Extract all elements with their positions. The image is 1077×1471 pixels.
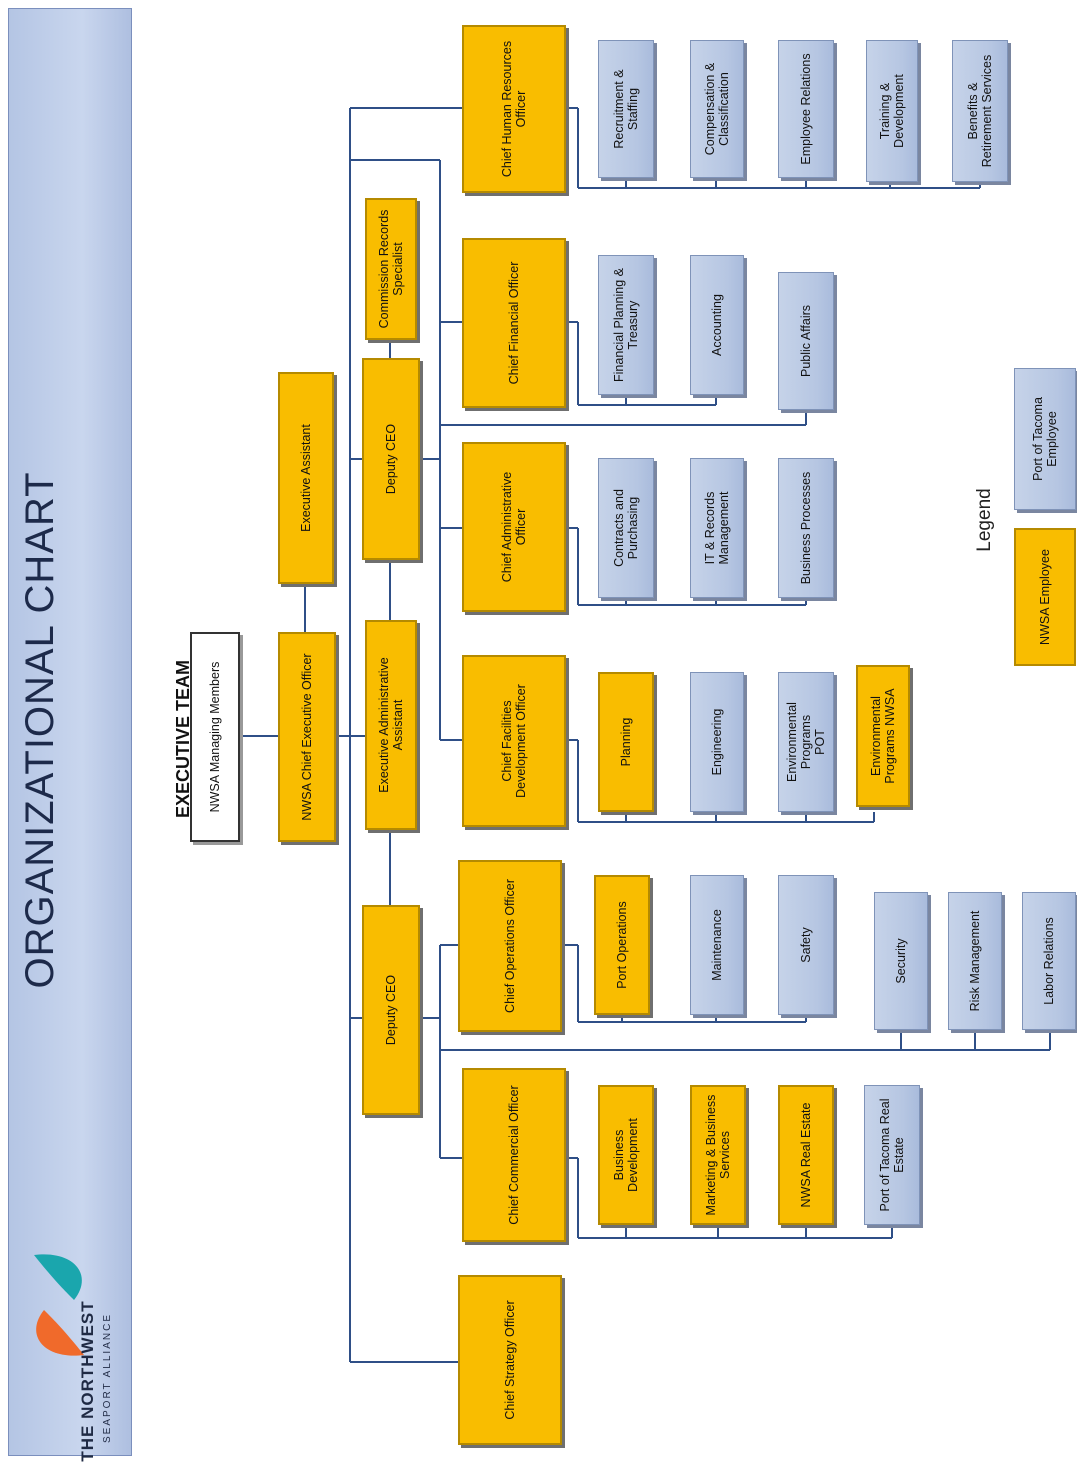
node-commission-records: Commission Records Specialist bbox=[365, 198, 417, 340]
node-financial-planning: Financial Planning & Treasury bbox=[598, 255, 654, 395]
node-ceo: NWSA Chief Executive Officer bbox=[278, 632, 336, 842]
node-marketing-business-services: Marketing & Business Services bbox=[690, 1085, 746, 1225]
node-port-operations: Port Operations bbox=[594, 875, 650, 1015]
logo bbox=[14, 1245, 104, 1365]
node-risk-management: Risk Management bbox=[948, 892, 1002, 1030]
node-deputy-ceo-right: Deputy CEO bbox=[362, 358, 420, 560]
node-engineering: Engineering bbox=[690, 672, 744, 812]
node-labor-relations: Labor Relations bbox=[1022, 892, 1076, 1030]
node-it-records: IT & Records Management bbox=[690, 458, 744, 598]
node-business-processes: Business Processes bbox=[778, 458, 834, 598]
node-chief-financial-officer: Chief Financial Officer bbox=[462, 238, 566, 408]
node-chief-operations-officer: Chief Operations Officer bbox=[458, 860, 562, 1032]
legend-nwsa-employee: NWSA Employee bbox=[1014, 528, 1076, 666]
node-security: Security bbox=[874, 892, 928, 1030]
node-accounting: Accounting bbox=[690, 255, 744, 395]
node-chief-strategy-officer: Chief Strategy Officer bbox=[458, 1275, 562, 1445]
node-business-development: Business Development bbox=[598, 1085, 654, 1225]
node-maintenance: Maintenance bbox=[690, 875, 744, 1015]
node-benefits-retirement: Benefits & Retirement Services bbox=[952, 40, 1008, 182]
title-banner bbox=[8, 8, 132, 1456]
node-recruitment-staffing: Recruitment & Staffing bbox=[598, 40, 654, 178]
node-env-programs-pot: Environmental Programs POT bbox=[778, 672, 834, 812]
node-training-development: Training & Development bbox=[866, 40, 918, 182]
node-chief-administrative-officer: Chief Administrative Officer bbox=[462, 442, 566, 612]
node-exec-admin-assistant: Executive Administrative Assistant bbox=[365, 620, 417, 830]
node-contracts-purchasing: Contracts and Purchasing bbox=[598, 458, 654, 598]
node-employee-relations: Employee Relations bbox=[778, 40, 834, 178]
node-executive-assistant: Executive Assistant bbox=[278, 372, 334, 584]
legend-title: Legend bbox=[974, 488, 995, 552]
node-planning: Planning bbox=[598, 672, 654, 812]
node-chief-human-resources: Chief Human Resources Officer bbox=[462, 25, 566, 193]
node-nwsa-real-estate: NWSA Real Estate bbox=[778, 1085, 834, 1225]
node-chief-facilities-development: Chief Facilities Development Officer bbox=[462, 655, 566, 827]
node-chief-commercial-officer: Chief Commercial Officer bbox=[462, 1068, 566, 1242]
node-managing-members: NWSA Managing Members bbox=[190, 632, 240, 842]
node-compensation-classification: Compensation & Classification bbox=[690, 40, 744, 178]
node-deputy-ceo-left: Deputy CEO bbox=[362, 905, 420, 1115]
node-public-affairs: Public Affairs bbox=[778, 272, 834, 410]
node-safety: Safety bbox=[778, 875, 834, 1015]
node-env-programs-nwsa: Environmental Programs NWSA bbox=[856, 665, 910, 807]
logo-swoosh-icon bbox=[34, 1254, 84, 1356]
node-pot-real-estate: Port of Tacoma Real Estate bbox=[864, 1085, 920, 1225]
legend-port-of-tacoma: Port of Tacoma Employee bbox=[1014, 368, 1076, 510]
